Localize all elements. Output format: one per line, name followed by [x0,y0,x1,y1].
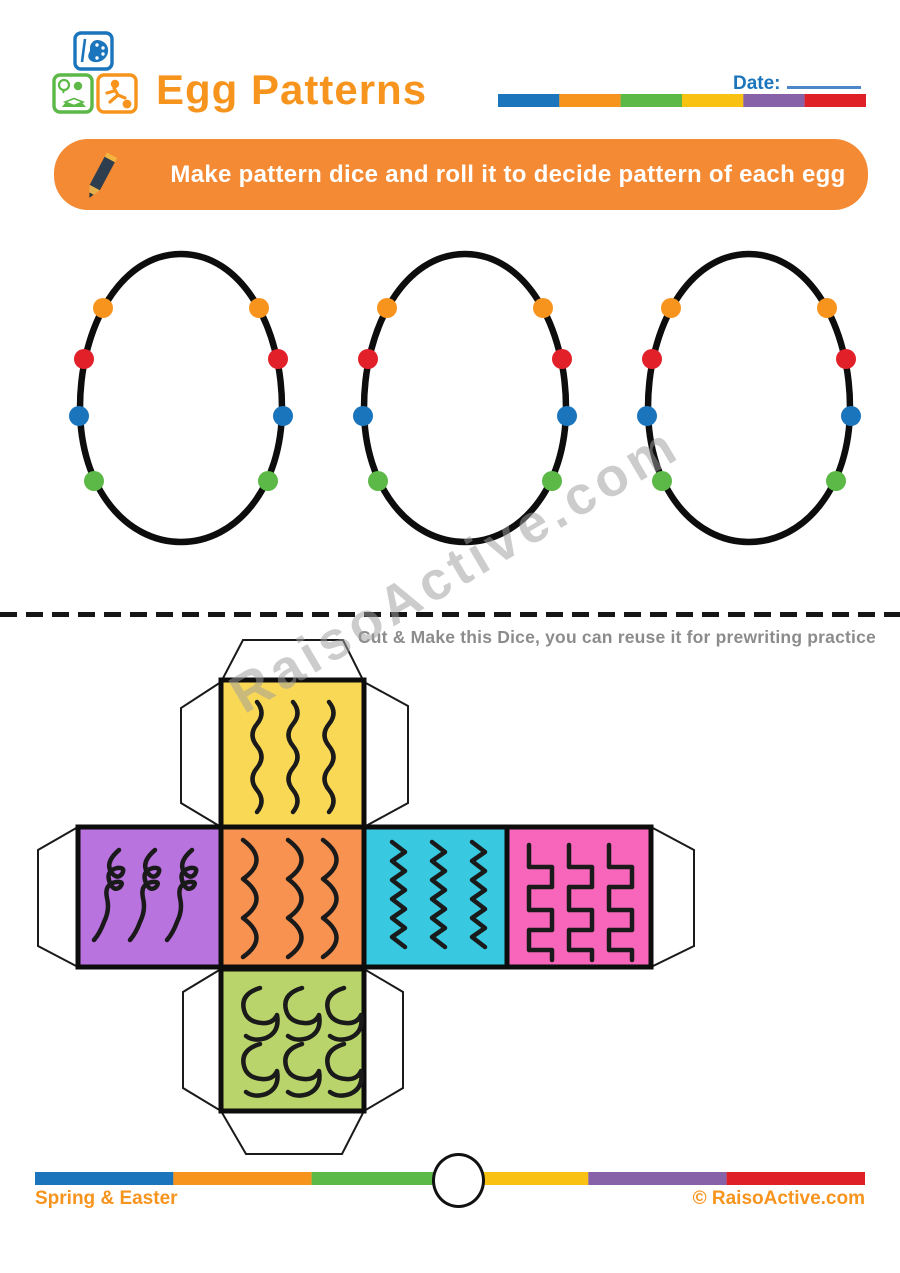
pattern-curly-loops [91,847,199,943]
cut-dashed-line [0,612,900,617]
fold-circle [432,1153,485,1208]
egg-outline-2 [350,248,580,550]
dice-net [37,639,695,1155]
art-palette-icon [73,31,114,71]
football-kick-icon [96,73,138,114]
page-title: Egg Patterns [156,66,428,113]
pattern-zigzag-lines [389,839,488,950]
instruction-banner: Make pattern dice and roll it to decide … [54,139,868,210]
egg-outline-3 [634,248,864,550]
category-label: Spring & Easter [35,1188,178,1209]
header-color-stripe [498,94,866,107]
pattern-step-lines [526,842,635,963]
dice-face-curly [75,824,224,970]
pattern-wave-hooks [241,985,364,1098]
date-blank-line [786,70,861,89]
egg-outline-1 [66,248,296,550]
reading-child-icon [52,73,94,114]
copyright-label: © RaisoActive.com [692,1188,865,1209]
date-label: Date: [733,73,781,94]
dice-glue-tabs [37,639,695,1155]
footer-color-stripe [35,1172,865,1185]
date-field: Date: [733,70,861,95]
pattern-stacked-arcs [240,837,339,960]
instruction-text: Make pattern dice and roll it to decide … [170,161,846,188]
pencil-icon [89,152,118,198]
cut-note: Cut & Make this Dice, you can reuse it f… [357,627,876,647]
pattern-wavy-lines [250,699,336,815]
dice-face-arcs [218,824,367,970]
